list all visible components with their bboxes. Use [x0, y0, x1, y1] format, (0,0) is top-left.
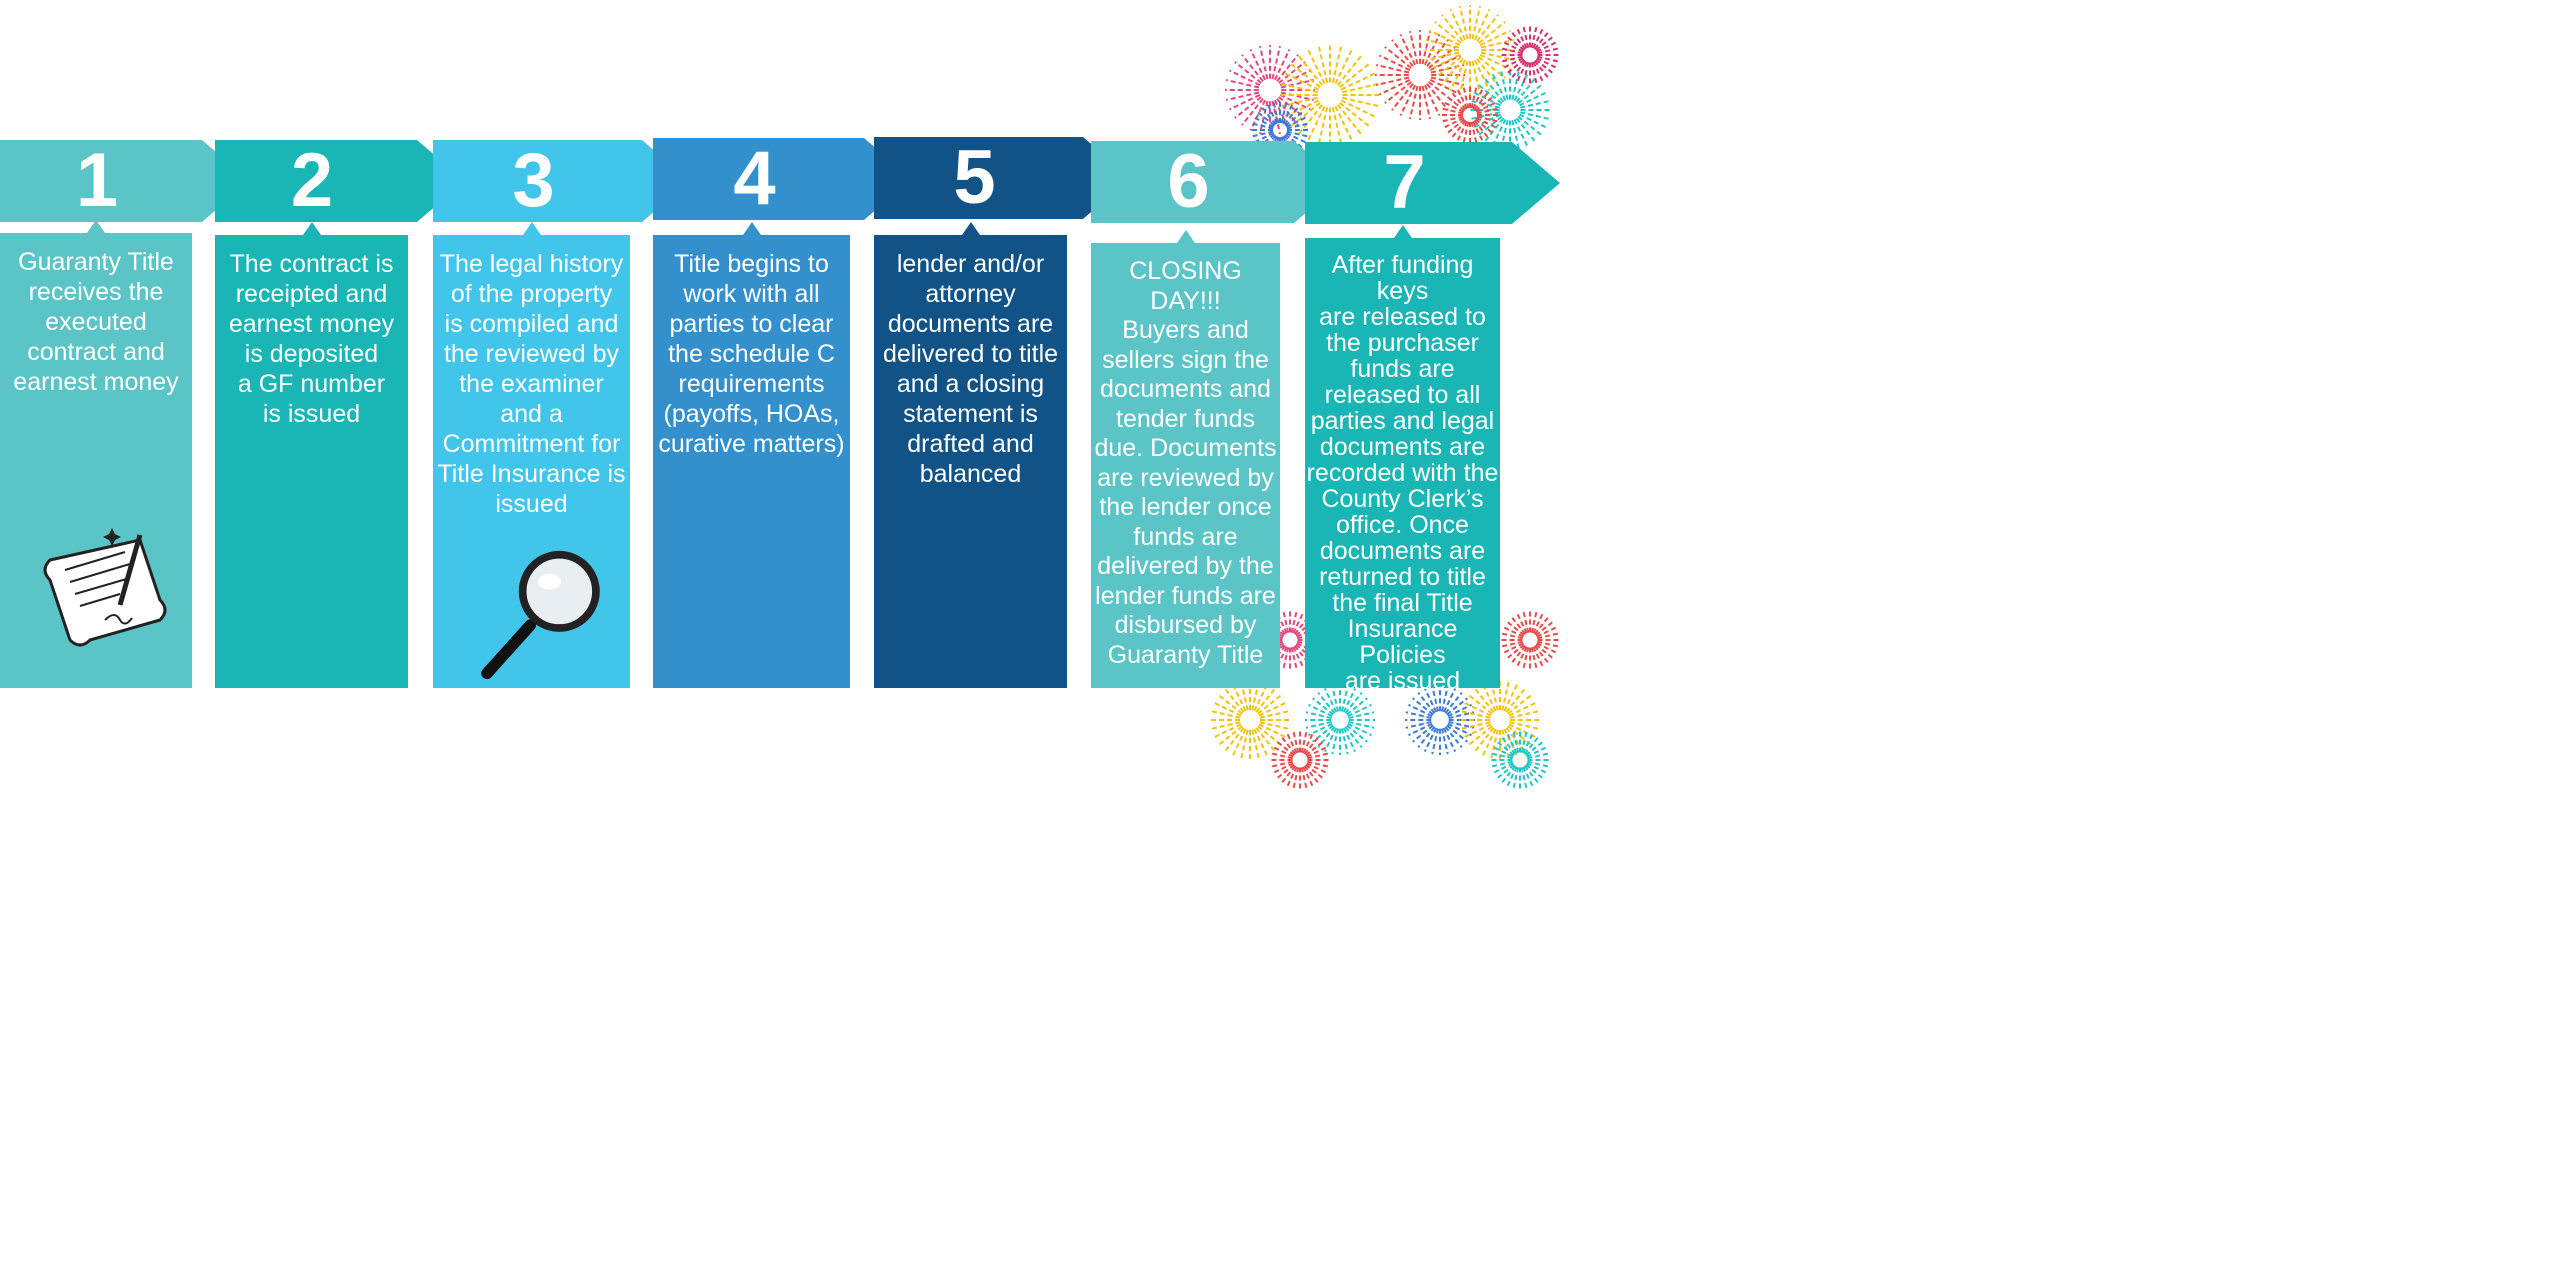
step-pointer — [1393, 225, 1412, 238]
step-arrow: 7 — [1305, 142, 1560, 224]
step-arrow: 4 — [653, 138, 912, 220]
step-arrow: 6 — [1091, 141, 1342, 223]
firework-burst — [1280, 45, 1380, 145]
step-arrow: 2 — [215, 140, 465, 222]
firework-burst — [1305, 685, 1375, 755]
firework-burst — [1405, 685, 1475, 755]
contract-scroll-icon — [43, 528, 167, 647]
step-description: The contract is receipted and earnest mo… — [215, 235, 408, 688]
step-number: 4 — [733, 136, 776, 221]
step-arrow: 3 — [433, 140, 690, 222]
step-pointer — [742, 222, 761, 235]
step-arrow: 5 — [874, 137, 1131, 219]
firework-burst — [1460, 680, 1540, 760]
firework-burst — [1375, 30, 1465, 120]
step-number: 2 — [290, 138, 334, 223]
firework-burst — [1270, 730, 1330, 790]
firework-burst — [1500, 25, 1560, 85]
step-pointer — [302, 222, 321, 235]
step-description: Title begins to work with all parties to… — [653, 235, 850, 688]
step-pointer — [961, 222, 980, 235]
step-description: After funding keys are released to the p… — [1305, 238, 1500, 694]
firework-burst — [1210, 680, 1290, 760]
step-number: 6 — [1167, 139, 1210, 224]
step-pointer — [1176, 230, 1195, 243]
step-pointer — [87, 220, 105, 233]
step-description: lender and/or attorney documents are del… — [874, 235, 1067, 688]
step-number: 3 — [512, 138, 555, 223]
firework-burst — [1500, 610, 1560, 670]
step-arrow: 1 — [0, 140, 250, 222]
step-number: 1 — [75, 138, 119, 223]
firework-burst — [1425, 5, 1515, 95]
magnifying-glass-icon — [481, 550, 600, 680]
firework-burst — [1490, 730, 1550, 790]
firework-burst — [1442, 87, 1498, 143]
step-pointer — [522, 222, 541, 235]
step-number: 7 — [1383, 140, 1426, 225]
step-number: 5 — [953, 135, 996, 220]
step-description: CLOSING DAY!!! Buyers and sellers sign t… — [1091, 243, 1280, 688]
